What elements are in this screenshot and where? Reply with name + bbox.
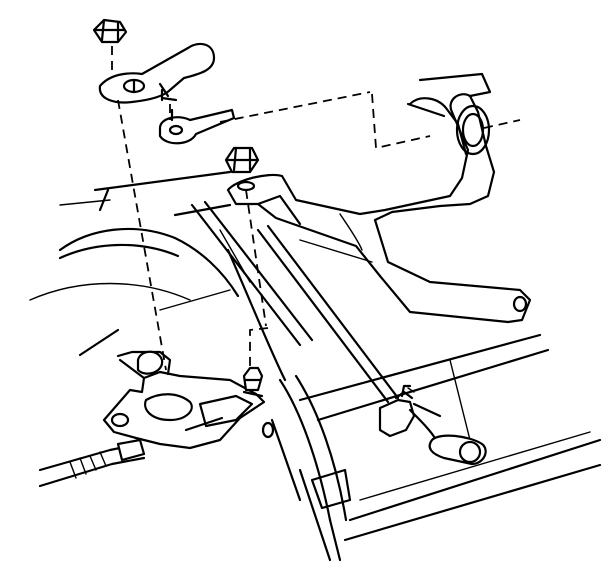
cable-end-fitting xyxy=(378,384,487,466)
lever-arm xyxy=(98,42,216,104)
brake-cable xyxy=(38,438,146,488)
frame-rail xyxy=(270,333,602,562)
nut-top xyxy=(92,18,128,44)
rod-end-pivot xyxy=(158,88,236,145)
lower-lever-assembly xyxy=(102,350,275,450)
cable-rod xyxy=(256,224,400,404)
nut-middle xyxy=(224,146,260,192)
support-bracket xyxy=(226,72,532,324)
exploded-view-leader-lines xyxy=(111,46,521,371)
